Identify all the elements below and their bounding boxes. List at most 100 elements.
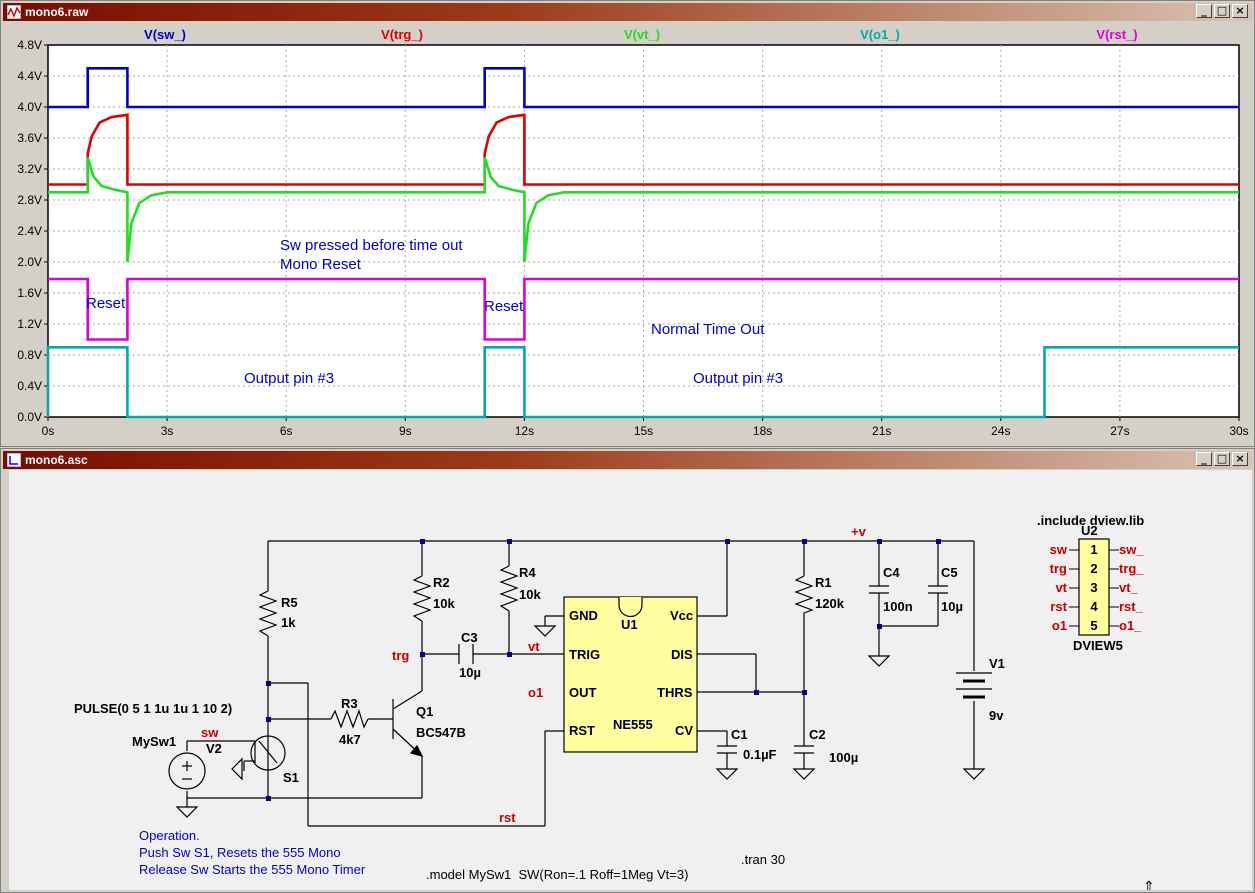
trace-legend[interactable]: V(sw_) V(trg_) V(vt_) V(o1_) V(rst_)	[144, 27, 1138, 42]
dview-output-label: rst_	[1119, 599, 1144, 614]
label-r3: R3	[341, 696, 358, 711]
y-tick-label: 4.0V	[17, 100, 42, 114]
annotation-reset-1: Reset	[86, 295, 126, 312]
label-c2: C2	[809, 727, 826, 742]
value-c1: 0.1µF	[743, 747, 777, 762]
legend-label[interactable]: V(vt_)	[624, 27, 660, 42]
tran-directive[interactable]: .tran 30	[741, 852, 785, 867]
label-c1: C1	[731, 727, 748, 742]
include-directive[interactable]: .include dview.lib	[1037, 513, 1144, 528]
capacitor-c2[interactable]	[794, 745, 814, 769]
value-v1: 9v	[989, 708, 1004, 723]
net-plus-v: +v	[851, 524, 867, 539]
dview-input-label: sw	[1050, 542, 1068, 557]
annotation-sw-pressed: Sw pressed before time out	[280, 237, 463, 254]
pin-vcc: Vcc	[670, 608, 693, 623]
y-tick-label: 2.4V	[17, 224, 42, 238]
value-c3: 10µ	[459, 665, 481, 680]
pin-gnd: GND	[569, 608, 598, 623]
minimize-button[interactable]: _	[1196, 4, 1212, 18]
battery-v1[interactable]	[956, 672, 992, 699]
dview-pin-number: 3	[1090, 580, 1097, 595]
schematic-window: mono6.asc _ □ ×	[0, 448, 1255, 893]
legend-label[interactable]: V(o1_)	[860, 27, 900, 42]
value-c4: 100n	[883, 599, 913, 614]
label-v2: V2	[206, 741, 222, 756]
waveform-titlebar[interactable]: mono6.raw _ □ ×	[3, 3, 1252, 21]
capacitor-c1[interactable]	[717, 745, 737, 769]
transistor-q1[interactable]	[392, 690, 424, 757]
trace-vrst[interactable]	[48, 277, 1239, 341]
y-tick-label: 2.0V	[17, 255, 42, 269]
label-r5: R5	[281, 595, 298, 610]
x-tick-label: 12s	[515, 424, 534, 438]
ne555-chip[interactable]	[563, 596, 698, 753]
schematic-title: mono6.asc	[25, 453, 88, 467]
note-line-1: Operation.	[139, 828, 200, 843]
dview-output-label: sw_	[1119, 542, 1144, 557]
pin-cv: CV	[675, 723, 693, 738]
capacitor-c3[interactable]	[458, 644, 474, 664]
resistor-r5[interactable]	[258, 590, 278, 637]
label-c4: C4	[883, 565, 900, 580]
trace-vvt[interactable]	[48, 157, 1239, 263]
dview-pin-number: 1	[1090, 542, 1097, 557]
mouse-cursor-icon: ⇑	[1143, 878, 1155, 890]
resistor-r2[interactable]	[412, 575, 432, 622]
net-trg: trg	[392, 648, 409, 663]
label-c5: C5	[941, 565, 958, 580]
capacitor-c5[interactable]	[928, 585, 948, 594]
dview-input-label: o1	[1052, 618, 1067, 633]
net-o1: o1	[528, 685, 543, 700]
net-vt: vt	[528, 639, 540, 654]
annotation-normal-timeout: Normal Time Out	[651, 321, 765, 338]
voltage-source-v2[interactable]	[168, 752, 206, 790]
schematic-maximize-button[interactable]: □	[1214, 452, 1230, 466]
value-c5: 10µ	[941, 599, 963, 614]
dview-output-label: o1_	[1119, 618, 1142, 633]
dview-model: DVIEW5	[1073, 638, 1123, 653]
label-c3: C3	[461, 630, 478, 645]
dview-input-label: vt	[1055, 580, 1067, 595]
dview-box[interactable]	[1078, 538, 1110, 636]
legend-label[interactable]: V(rst_)	[1096, 27, 1137, 42]
net-sw: sw	[201, 725, 219, 740]
schematic-canvas[interactable]: R5 1k R2 10k R4 10k R3 4k7 R1 120k C3 10…	[9, 470, 1252, 890]
x-tick-label: 3s	[161, 424, 174, 438]
resistor-r1[interactable]	[794, 575, 814, 614]
y-axis: 4.8V4.4V4.0V3.6V3.2V2.8V2.4V2.0V1.6V1.2V…	[17, 38, 48, 424]
label-r1: R1	[815, 575, 832, 590]
dview-input-label: trg	[1050, 561, 1067, 576]
pin-dis: DIS	[671, 647, 693, 662]
model-directive[interactable]: .model MySw1 SW(Ron=.1 Roff=1Meg Vt=3)	[426, 867, 688, 882]
schematic-close-button[interactable]: ×	[1232, 452, 1248, 466]
net-rst: rst	[499, 810, 516, 825]
x-tick-label: 18s	[753, 424, 772, 438]
resistor-r4[interactable]	[499, 565, 519, 612]
value-r1: 120k	[815, 596, 845, 611]
trace-vo1[interactable]	[46, 345, 1239, 419]
schematic-minimize-button[interactable]: _	[1196, 452, 1212, 466]
legend-label[interactable]: V(trg_)	[381, 27, 423, 42]
y-tick-label: 0.4V	[17, 379, 42, 393]
trace-vsw[interactable]	[48, 66, 1239, 109]
value-q1: BC547B	[416, 725, 466, 740]
trace-vtrg[interactable]	[48, 113, 1239, 186]
label-s1: S1	[283, 770, 299, 785]
schematic-titlebar[interactable]: mono6.asc _ □ ×	[3, 451, 1252, 469]
y-tick-label: 2.8V	[17, 193, 42, 207]
close-button[interactable]: ×	[1232, 4, 1248, 18]
note-line-3: Release Sw Starts the 555 Mono Timer	[139, 862, 366, 877]
resistor-r3[interactable]	[330, 709, 369, 729]
annotation-mono-reset: Mono Reset	[280, 256, 362, 273]
x-tick-label: 9s	[399, 424, 412, 438]
y-tick-label: 4.4V	[17, 69, 42, 83]
waveform-pane[interactable]: 4.8V4.4V4.0V3.6V3.2V2.8V2.4V2.0V1.6V1.2V…	[2, 22, 1253, 445]
maximize-button[interactable]: □	[1214, 4, 1230, 18]
switch-s1[interactable]	[244, 735, 286, 771]
y-tick-label: 0.8V	[17, 348, 42, 362]
legend-label[interactable]: V(sw_)	[144, 27, 186, 42]
y-tick-label: 4.8V	[17, 38, 42, 52]
capacitor-c4[interactable]	[869, 585, 889, 594]
